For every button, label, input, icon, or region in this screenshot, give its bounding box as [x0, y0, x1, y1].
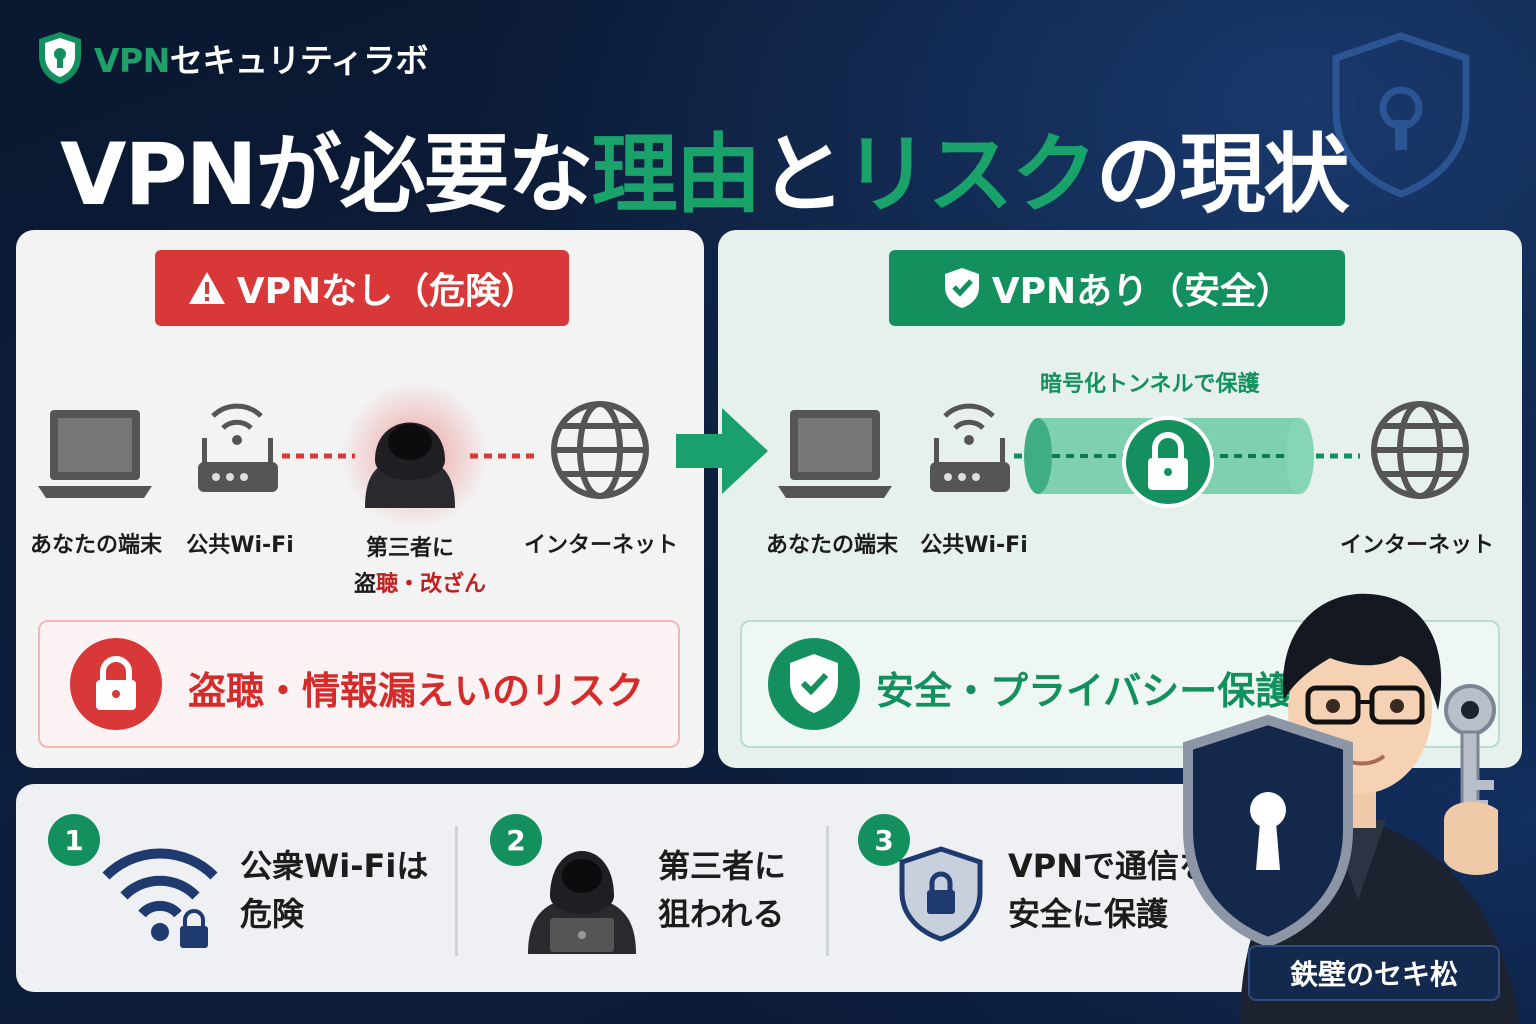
with-vpn-badge: VPNあり（安全）: [889, 250, 1345, 326]
step-2-text: 第三者に狙われる: [658, 847, 787, 933]
step-3-text: VPNで通信を安全に保護: [1008, 847, 1212, 933]
step-2-number: 2: [490, 814, 542, 866]
shield-check-icon: [768, 638, 860, 730]
brand-name: VPNセキュリティラボ: [94, 41, 428, 80]
attacker-label-1: 第三者に: [365, 536, 454, 561]
globe-icon: [1371, 401, 1469, 499]
step-3-number: 3: [858, 814, 910, 866]
brand-logo: VPNセキュリティラボ: [36, 30, 428, 86]
page-title: VPNが必要な理由とリスクの現状: [60, 125, 1350, 225]
risk-text: 盗聴・情報漏えいのリスク: [188, 669, 645, 713]
steps-panel: [16, 784, 1316, 992]
wifi-label: 公共Wi-Fi: [920, 533, 1028, 558]
without-vpn-badge: VPNなし（危険）: [155, 250, 569, 326]
tunnel-label: 暗号化トンネルで保護: [1040, 372, 1260, 397]
shield-keyhole-icon: [39, 32, 81, 84]
router-icon: [930, 403, 1010, 492]
safety-text: 安全・プライバシー保護: [876, 669, 1294, 713]
lock-icon: [70, 638, 162, 730]
step-divider: [455, 826, 458, 956]
hacker-laptop-icon: [528, 851, 636, 954]
internet-label: インターネット: [524, 533, 679, 558]
step-divider: [826, 826, 829, 956]
device-label: あなたの端末: [765, 533, 898, 558]
character-nameplate: 鉄壁のセキ松: [1248, 945, 1500, 1001]
shield-keyhole-icon: [1183, 714, 1353, 948]
with-vpn-diagram: [778, 401, 1469, 508]
shield-check-icon: [944, 268, 979, 308]
step-1-number: 1: [48, 814, 100, 866]
key-icon: [1444, 684, 1498, 875]
background-shield-icon: [1332, 32, 1470, 198]
wifi-lock-icon: [102, 848, 218, 948]
attacker-label-2: 盗聴・改ざん: [353, 572, 487, 597]
arrow-right-icon: [676, 408, 768, 494]
without-vpn-diagram: [38, 401, 649, 508]
globe-icon: [551, 401, 649, 499]
lock-icon: [1122, 416, 1214, 508]
wifi-label: 公共Wi-Fi: [186, 533, 294, 558]
step-1-text: 公衆Wi-Fiは危険: [240, 847, 429, 933]
hooded-attacker-icon: [365, 422, 455, 508]
warning-icon: [188, 272, 225, 304]
laptop-icon: [38, 410, 152, 498]
device-label: あなたの端末: [29, 533, 162, 558]
shield-lock-icon: [899, 846, 983, 942]
router-icon: [198, 403, 278, 492]
internet-label: インターネット: [1340, 533, 1495, 558]
laptop-icon: [778, 410, 892, 498]
